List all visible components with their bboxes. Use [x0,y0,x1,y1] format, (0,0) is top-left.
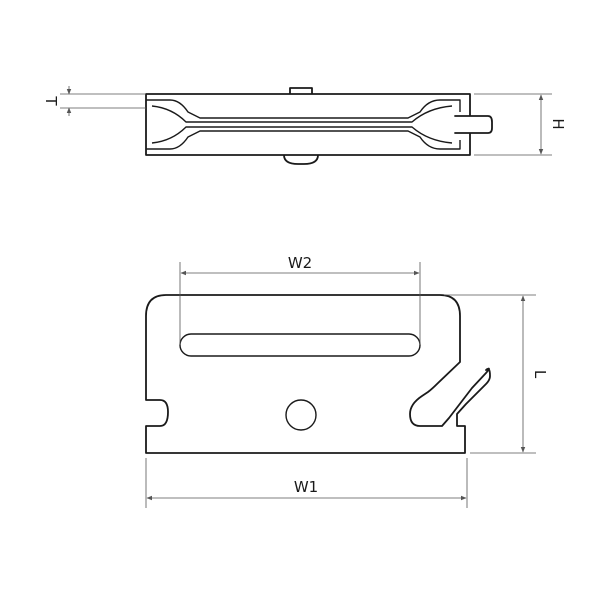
w2-label: W2 [288,254,312,272]
dimension-h: H [474,93,567,156]
plan-view [145,294,491,454]
side-view-body [145,93,471,156]
dimension-w1: W1 [145,458,468,508]
side-view-latch [454,115,493,134]
side-view-lower-profile [146,130,461,150]
side-view-core-lower [151,126,453,144]
h-label: H [549,118,567,129]
dimension-l: L [444,294,549,454]
side-view-core-upper [151,105,453,123]
dimension-t: T [42,86,146,116]
w1-label: W1 [294,478,318,496]
side-view-rivet [283,154,319,165]
t-label: T [42,95,60,106]
side-view-top-tab [289,87,313,95]
plan-view-rivet-hole [285,399,317,431]
plan-view-body [145,294,491,454]
dimension-w2: W2 [179,254,421,345]
side-view [145,87,493,165]
side-view-upper-profile [146,99,461,119]
l-label: L [531,370,549,379]
